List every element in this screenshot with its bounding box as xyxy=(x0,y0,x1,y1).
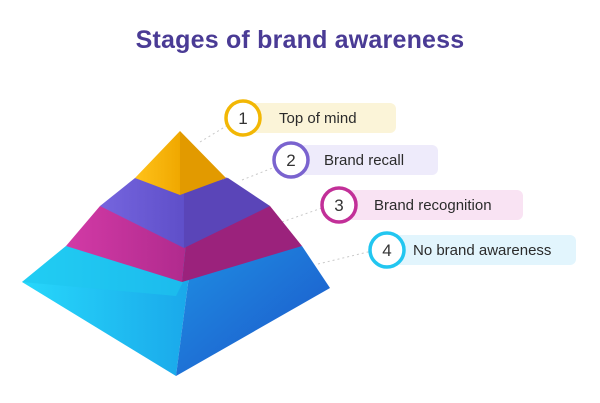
stage-number-badge-3 xyxy=(320,186,358,224)
leader-line-2 xyxy=(241,166,276,181)
tier-1-right-face xyxy=(180,131,226,195)
page-title: Stages of brand awareness xyxy=(135,26,465,54)
tier-4-ledge xyxy=(22,246,190,296)
stage-number-badge-2 xyxy=(272,141,310,179)
stage-label-3-text: Brand recognition xyxy=(374,197,492,214)
stage-number-2: 2 xyxy=(286,151,295,170)
stage-number-badge-1 xyxy=(224,99,262,137)
leader-line-1 xyxy=(199,124,229,143)
stage-number-1: 1 xyxy=(238,109,247,128)
stage-number-badge-4 xyxy=(368,231,406,269)
stage-label-3: 3 Brand recognition xyxy=(320,186,523,224)
pyramid-tier-1 xyxy=(135,131,226,195)
leader-line-4 xyxy=(317,250,373,265)
stage-label-2: 2 Brand recall xyxy=(272,141,438,179)
stage-label-4-pill xyxy=(386,235,576,265)
stage-label-1-pill xyxy=(242,103,396,133)
tier-4-right-face xyxy=(176,246,330,376)
stage-label-2-text: Brand recall xyxy=(324,152,404,169)
stage-label-3-pill xyxy=(338,190,523,220)
stage-label-1-text: Top of mind xyxy=(279,110,357,127)
tier-2-right-face xyxy=(184,178,270,248)
stage-number-4: 4 xyxy=(382,241,391,260)
leader-line-3 xyxy=(281,207,323,223)
stage-label-4-text: No brand awareness xyxy=(413,242,551,259)
stage-label-1: 1 Top of mind xyxy=(224,99,396,137)
stage-number-3: 3 xyxy=(334,196,343,215)
tier-1-left-face xyxy=(135,131,180,195)
stage-label-2-pill xyxy=(290,145,438,175)
leader-lines xyxy=(199,124,373,265)
tier-2-left-face xyxy=(100,178,184,248)
stage-label-4: 4 No brand awareness xyxy=(368,231,576,269)
